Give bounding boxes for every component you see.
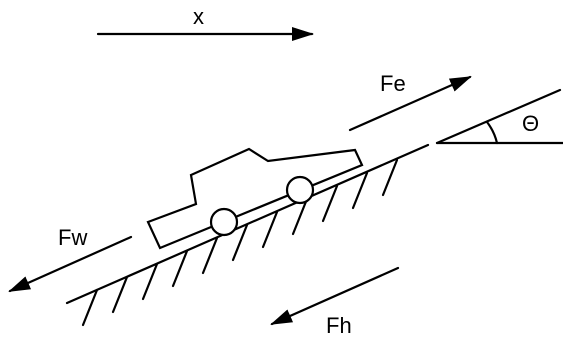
fe-label: Fe (380, 71, 406, 96)
car-body (146, 147, 364, 250)
angle-incline-reference (435, 88, 562, 145)
car-front-wheel (285, 175, 315, 205)
angle-arc (485, 120, 499, 145)
car (146, 147, 364, 250)
theta-label: Θ (522, 111, 539, 136)
fe-force-arrow (348, 75, 472, 132)
fh-force-arrow (270, 266, 400, 326)
ground-hatching (81, 158, 399, 327)
fh-label: Fh (326, 313, 352, 338)
angle-indicator (435, 88, 563, 145)
x-label: x (193, 4, 204, 29)
fw-force-arrow (8, 235, 133, 293)
car-rear-wheel (209, 207, 239, 237)
fw-label: Fw (58, 225, 87, 250)
